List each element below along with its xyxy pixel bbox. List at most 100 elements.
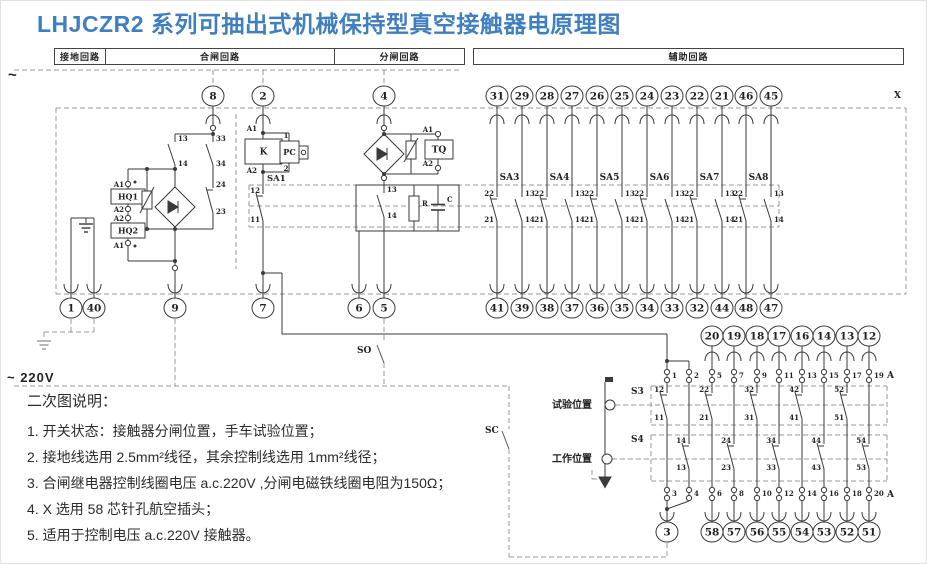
wire [564, 198, 573, 222]
terminal-number: 45 [764, 91, 779, 103]
socket-arc [255, 114, 271, 125]
contact-number: 51 [834, 413, 844, 422]
contact-number: 11 [250, 215, 260, 224]
terminal-number: 29 [515, 91, 530, 103]
pin-number: 1 [672, 371, 677, 380]
socket-arc [614, 114, 630, 125]
terminal-circle [59, 297, 83, 319]
terminal-number: 17 [772, 331, 787, 343]
contact-number: 14 [575, 215, 585, 224]
page-title: LHJCZR2 系列可抽出式机械保持型真空接触器电原理图 [37, 11, 621, 37]
terminal-number: 36 [590, 303, 605, 315]
contact-number: 14 [625, 215, 635, 224]
pin-circle [685, 368, 693, 376]
terminal-number: 5 [380, 303, 387, 315]
contact-number: 14 [725, 215, 735, 224]
contact-number: 22 [484, 189, 494, 198]
pin-circle [380, 124, 388, 132]
socket-arc [639, 283, 655, 294]
header-closing-circuit: 合闸回路 [105, 49, 334, 64]
contact-number: 13 [774, 189, 784, 198]
terminal-circle [535, 297, 559, 319]
header-auxiliary-circuit: 辅助回路 [668, 52, 709, 62]
contact-number: 14 [387, 211, 397, 220]
terminal-circle [722, 521, 746, 543]
socket-arc [614, 283, 630, 294]
terminal-number: 40 [87, 303, 102, 315]
component-label: HQ1 [118, 192, 138, 202]
terminal-number: 28 [540, 91, 555, 103]
rc-enclosure [355, 184, 460, 232]
contact-number: 43 [811, 463, 821, 472]
pin-number: 14 [807, 489, 817, 498]
contact-number: 34 [216, 159, 226, 168]
pin-circle [730, 486, 738, 494]
pin-circle [798, 486, 806, 494]
terminal-circle [163, 297, 187, 319]
pin-circle [798, 376, 806, 384]
terminal-circle [347, 297, 371, 319]
wire [664, 198, 673, 222]
wire [539, 195, 548, 222]
header-grounding-circuit: 接地回路 [59, 52, 100, 62]
terminal-number: 12 [862, 331, 877, 343]
terminal-number: 54 [795, 527, 810, 539]
supply-voltage-label: ~ 220V [7, 370, 55, 385]
socket-arc [749, 511, 765, 522]
pin-circle [124, 180, 132, 188]
circuit-section-header-right: 辅助回路 [473, 48, 904, 65]
terminal-number: 9 [171, 303, 178, 315]
terminal-number: 27 [565, 91, 580, 103]
contact-number: 13 [675, 189, 685, 198]
pin-circle [663, 368, 671, 376]
terminal-number: 58 [705, 527, 720, 539]
pin-number: 18 [852, 489, 862, 498]
pin-circle [775, 494, 783, 502]
component-box [110, 222, 146, 239]
circuit-section-header-left: 接地回路 合闸回路 分闸回路 [54, 48, 465, 65]
pin-circle [798, 368, 806, 376]
wire [659, 391, 668, 420]
socket-arc [351, 283, 367, 294]
socket-arc [714, 283, 730, 294]
component-terminal-label: A2 [246, 166, 257, 175]
pin-number: 8 [739, 489, 744, 498]
terminal-circle [485, 297, 509, 319]
component-label: K [260, 148, 269, 158]
terminal-circle [857, 521, 881, 543]
component-box [424, 139, 454, 160]
socket-arc [749, 351, 765, 362]
socket-arc [714, 114, 730, 125]
socket-arc [489, 283, 505, 294]
pin-number: 2 [694, 371, 699, 380]
socket-arc [771, 511, 787, 522]
pin-circle [820, 494, 828, 502]
contact-number: 34 [766, 436, 776, 445]
wire [738, 195, 747, 222]
pin-number: 5 [717, 371, 722, 380]
wire [205, 143, 214, 166]
terminal-number: 41 [490, 303, 505, 315]
pin-number: 11 [784, 371, 794, 380]
pin-circle [820, 368, 828, 376]
socket-arc [726, 351, 742, 362]
wire [763, 198, 772, 222]
note-item-3: 3. 合闸继电器控制线圈电压 a.c.220V ,分闸电磁铁线圈电阻为150Ω； [27, 475, 452, 491]
terminal-circle [759, 297, 783, 319]
socket-arc [376, 114, 392, 125]
pin-circle [820, 376, 828, 384]
contact-number: 44 [811, 436, 821, 445]
pin-number: 12 [784, 489, 794, 498]
component-terminal-label: A1 [113, 241, 124, 250]
pin-circle [820, 486, 828, 494]
terminal-number: 55 [772, 527, 787, 539]
wire [794, 391, 803, 420]
mechanism-roller [604, 399, 616, 411]
contact-number: 24 [216, 180, 226, 189]
pin-circle [685, 494, 693, 502]
socket-arc [639, 114, 655, 125]
pin-circle [434, 164, 442, 172]
junction-dot [173, 167, 177, 171]
wire [704, 391, 713, 420]
